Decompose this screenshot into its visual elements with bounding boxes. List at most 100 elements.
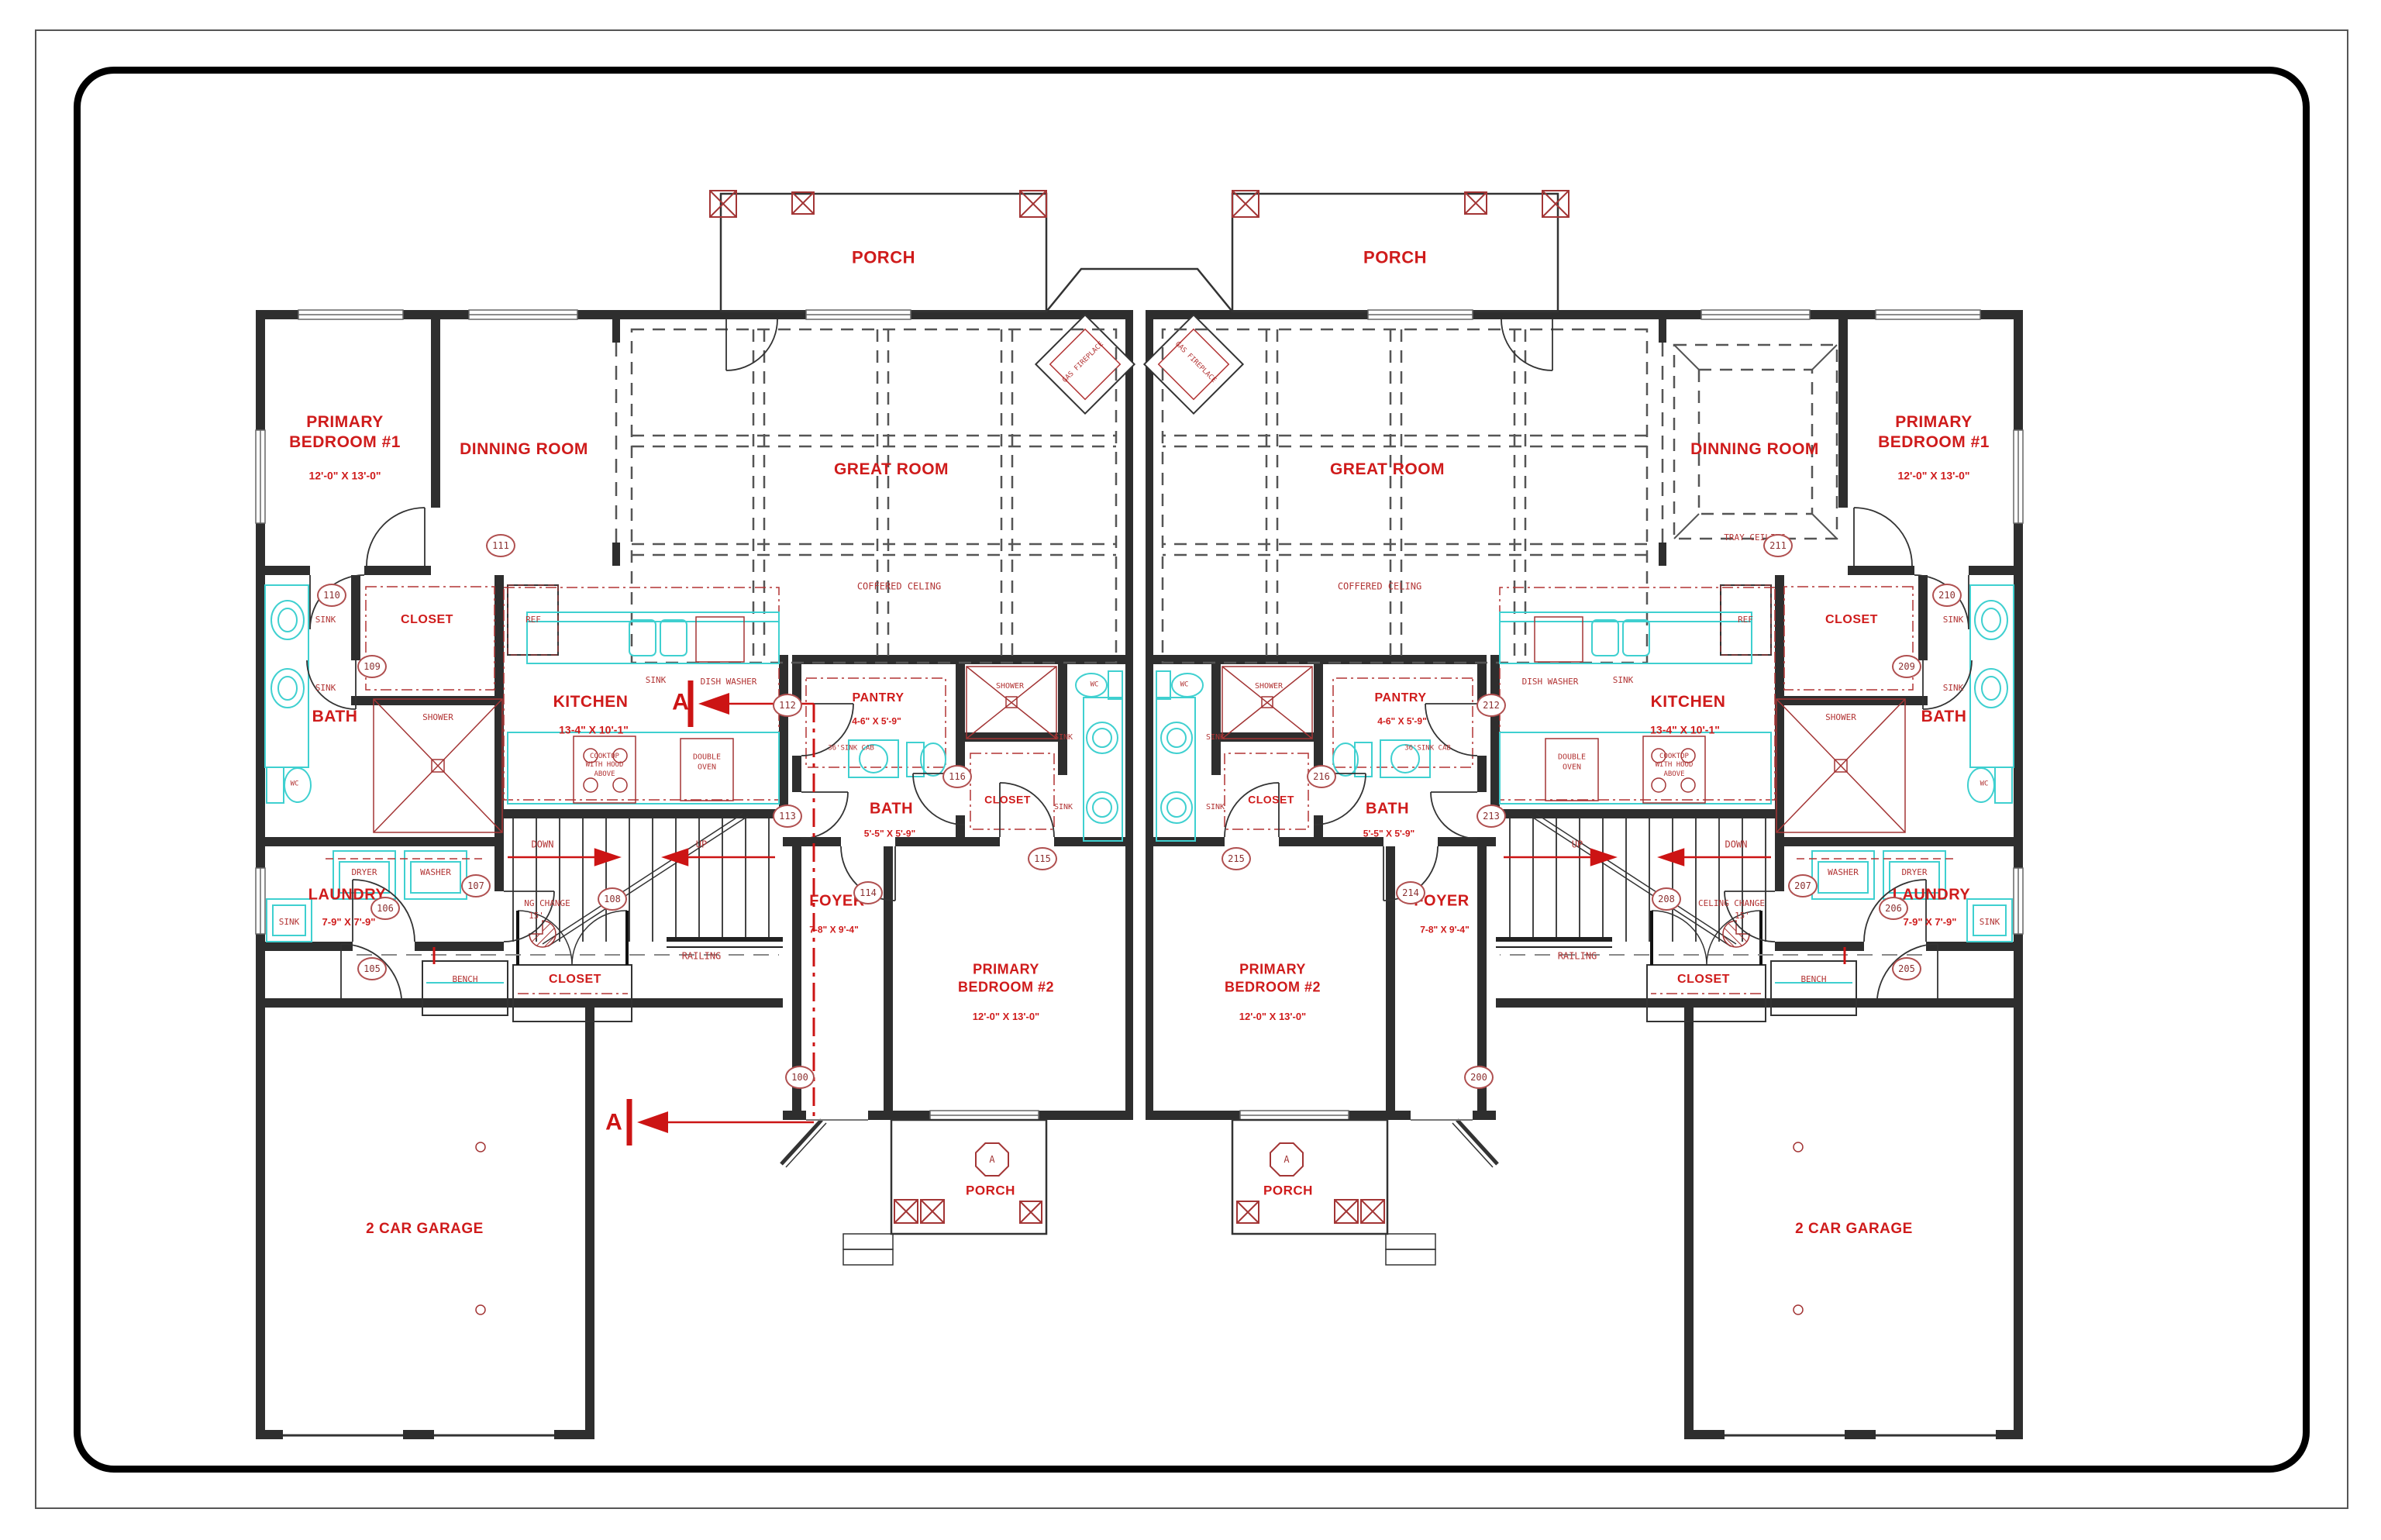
- bath1-right: BATH: [1921, 707, 1967, 725]
- dryer-right: DRYER: [1901, 867, 1928, 878]
- primary-bedroom1-left: PRIMARY BEDROOM #1: [289, 412, 401, 451]
- section-marker-a: A: [605, 1109, 622, 1135]
- down-left: DOWN: [531, 839, 554, 850]
- great-room-right: GREAT ROOM: [1329, 460, 1445, 478]
- pantry-right-dims: 4-6" X 5'-9": [1377, 715, 1427, 727]
- elevation-marker-a: A: [1284, 1154, 1290, 1165]
- foyer-right: FOYER: [1414, 892, 1470, 910]
- railing-right: RAILING: [1557, 950, 1597, 962]
- sink-bath2-left-b: SINK: [1053, 802, 1073, 811]
- door-tag-213: 213: [1476, 804, 1506, 828]
- shower-bath1-left: SHOWER: [422, 712, 453, 723]
- door-tag-114: 114: [853, 881, 883, 904]
- ref-left: REF: [525, 615, 541, 625]
- primary-bedroom2-left-dims: 12'-0" X 13'-0": [972, 1010, 1040, 1022]
- porch-top-left: PORCH: [852, 247, 915, 267]
- ng-change-left: NG CHANGE: [524, 898, 570, 909]
- closet-bedroom1-left: CLOSET: [401, 613, 453, 626]
- foyer-left-dims: 7-8" X 9'-4": [809, 924, 859, 935]
- dryer-left: DRYER: [351, 867, 377, 878]
- dinning-room-right: DINNING ROOM: [1690, 439, 1819, 458]
- bath2-left-dims: 5'-5" X 5'-9": [863, 828, 916, 839]
- sink-bath2-left-a: SINK: [1053, 732, 1073, 742]
- door-tag-111: 111: [486, 534, 515, 557]
- door-tag-110: 110: [317, 584, 346, 607]
- bench-right: BENCH: [1800, 974, 1827, 985]
- double-oven-left: DOUBLE OVEN: [692, 753, 722, 772]
- rounded-sheet-border: [74, 67, 2310, 1473]
- kitchen-right: KITCHEN: [1650, 692, 1726, 711]
- shower-bath2-right: SHOWER: [1254, 681, 1284, 691]
- primary-bedroom2-left: PRIMARY BEDROOM #2: [957, 961, 1055, 995]
- door-tag-211: 211: [1763, 534, 1793, 557]
- sink-bath1-left-b: SINK: [315, 683, 336, 694]
- shower-bath1-right: SHOWER: [1825, 712, 1856, 723]
- kitchen-left: KITCHEN: [553, 692, 629, 711]
- sink-bath2-right-b: SINK: [1205, 802, 1225, 811]
- door-tag-200: 200: [1464, 1066, 1494, 1089]
- door-tag-115: 115: [1028, 847, 1057, 870]
- porch-bottom-left: PORCH: [966, 1183, 1015, 1198]
- garage-right: 2 CAR GARAGE: [1795, 1221, 1913, 1238]
- bath1-left: BATH: [312, 707, 358, 725]
- ng-change-15-left: 15': [529, 911, 544, 922]
- door-tag-109: 109: [357, 655, 387, 678]
- door-tag-210: 210: [1932, 584, 1962, 607]
- door-tag-107: 107: [461, 874, 491, 897]
- sink-cab-left: 36'SINK CAB: [828, 744, 874, 753]
- door-tag-116: 116: [942, 765, 972, 788]
- down-right: DOWN: [1725, 839, 1748, 850]
- closet-bath2-right: CLOSET: [1248, 793, 1294, 806]
- door-tag-212: 212: [1476, 694, 1506, 717]
- porch-top-right: PORCH: [1363, 247, 1427, 267]
- door-tag-112: 112: [773, 694, 802, 717]
- sink-bath2-right-a: SINK: [1205, 732, 1225, 742]
- kitchen-right-dims: 13-4" X 10'-1": [1650, 723, 1720, 736]
- coffered-celing-left: COFFERED CELING: [856, 581, 942, 592]
- shower-bath2-left: SHOWER: [995, 681, 1025, 691]
- wc-bath2-left: WC: [1090, 680, 1099, 689]
- ref-right: REF: [1738, 615, 1753, 625]
- celing-change-right: CELING CHANGE: [1697, 898, 1766, 909]
- primary-bedroom1-right: PRIMARY BEDROOM #1: [1878, 412, 1990, 451]
- wc-bath1-right: WC: [1980, 780, 1989, 788]
- laundry-right: LAUNDRY: [1892, 886, 1971, 904]
- cooktop-right: COOKTOP WITH HOOD ABOVE: [1655, 753, 1694, 778]
- pantry-left-dims: 4-6" X 5'-9": [852, 715, 901, 727]
- washer-right: WASHER: [1828, 867, 1859, 878]
- great-room-left: GREAT ROOM: [833, 460, 949, 478]
- laundry-left: LAUNDRY: [308, 886, 387, 904]
- door-tag-209: 209: [1892, 655, 1921, 678]
- wc-bath2-right: WC: [1180, 680, 1189, 689]
- washer-left: WASHER: [420, 867, 451, 878]
- bath2-right-dims: 5'-5" X 5'-9": [1363, 828, 1415, 839]
- door-tag-108: 108: [598, 887, 627, 911]
- cooktop-left: COOKTOP WITH HOOD ABOVE: [585, 753, 624, 778]
- closet-bath2-left: CLOSET: [984, 793, 1031, 806]
- laundry-left-dims: 7-9" X 7'-9": [322, 915, 376, 928]
- dishwasher-right: DISH WASHER: [1521, 677, 1579, 687]
- section-marker-a: A: [672, 689, 689, 715]
- sink-kitchen-right: SINK: [1612, 675, 1634, 686]
- sink-bath1-right-b: SINK: [1942, 683, 1964, 694]
- primary-bedroom2-right-dims: 12'-0" X 13'-0": [1239, 1010, 1307, 1022]
- bath2-left: BATH: [869, 800, 914, 818]
- foyer-right-dims: 7-8" X 9'-4": [1420, 924, 1470, 935]
- dinning-room-left: DINNING ROOM: [460, 439, 588, 458]
- double-oven-right: DOUBLE OVEN: [1557, 753, 1587, 772]
- celing-change-15-right: 15': [1735, 911, 1750, 922]
- primary-bedroom1-left-dims: 12'-0" X 13'-0": [308, 469, 381, 482]
- sink-cab-right: 36'SINK CAB: [1404, 744, 1451, 753]
- laundry-right-dims: 7-9" X 7'-9": [1903, 915, 1957, 928]
- bench-left: BENCH: [452, 974, 478, 985]
- sink-bath1-left-a: SINK: [315, 615, 336, 625]
- kitchen-left-dims: 13-4" X 10'-1": [559, 723, 629, 736]
- outer-border: [35, 29, 2348, 1509]
- coffered-celing-right: COFFERED CELING: [1337, 581, 1422, 592]
- door-tag-105: 105: [357, 957, 387, 980]
- garage-left: 2 CAR GARAGE: [366, 1221, 484, 1238]
- sink-laundry-right: SINK: [1979, 917, 2000, 928]
- sink-kitchen-left: SINK: [645, 675, 667, 686]
